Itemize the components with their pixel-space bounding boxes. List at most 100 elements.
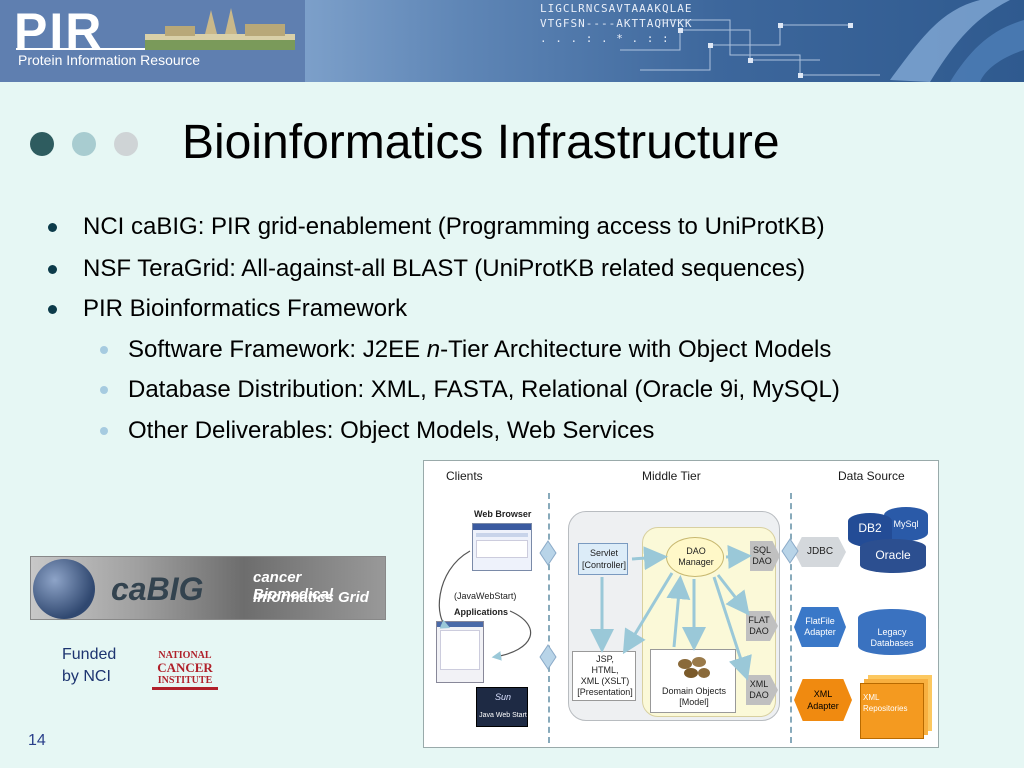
- sub-bullet-text: Database Distribution: XML, FASTA, Relat…: [128, 376, 840, 403]
- domain-objects-label: Domain Objects: [661, 686, 727, 696]
- oracle-database: Oracle: [860, 539, 926, 573]
- header-clients: Clients: [446, 469, 483, 483]
- xml-adapter-label-1: XML: [813, 689, 833, 699]
- circuit-decoration: [620, 19, 880, 78]
- cabig-tagline-2: Informatics Grid: [253, 589, 369, 606]
- xml-dao-line-1: XML: [749, 679, 769, 689]
- legacy-label-1: Legacy: [877, 627, 907, 637]
- arrow-dao-xml: [712, 576, 752, 681]
- cathedral-illustration: [145, 8, 295, 50]
- arrow-dao-flat: [716, 574, 750, 616]
- arrow-app-browser: [491, 610, 532, 661]
- sub-bullet-marker: [100, 427, 108, 435]
- flatfile-label-2: Adapter: [804, 627, 836, 637]
- sub-bullet-text-post: -Tier Architecture with Object Models: [440, 336, 832, 363]
- funded-line-2: by NCI: [62, 668, 111, 685]
- sql-dao-line-1: SQL: [752, 545, 771, 555]
- cabig-logo: caBIG cancer Biomedical Informatics Grid: [30, 556, 386, 620]
- db2-label: DB2: [858, 521, 882, 535]
- sub-bullet-text: Other Deliverables: Object Models, Web S…: [128, 417, 655, 444]
- legacy-label-2: Databases: [870, 638, 914, 648]
- bullet-marker: [48, 304, 57, 314]
- sub-bullet-marker: [100, 386, 108, 394]
- sql-dao-line-2: DAO: [752, 556, 772, 566]
- application-screenshot: [436, 621, 484, 683]
- java-web-start-badge: Sun Java Web Start: [476, 687, 528, 727]
- nci-logo-line-3: INSTITUTE: [157, 675, 213, 686]
- bullet-text: NCI caBIG: PIR grid-enablement (Programm…: [83, 213, 825, 240]
- xml-adapter: XML Adapter: [794, 679, 852, 721]
- bullet-text: NSF TeraGrid: All-against-all BLAST (Uni…: [83, 255, 806, 282]
- sub-bullet-text-italic: n: [426, 336, 441, 363]
- pir-logo-subtitle: Protein Information Resource: [18, 52, 201, 68]
- xml-dao-line-2: DAO: [749, 690, 769, 700]
- flat-dao-line-2: DAO: [749, 626, 769, 636]
- architecture-diagram: Clients Middle Tier Data Source Web Brow…: [423, 460, 939, 748]
- client-arrow-bottom: [539, 644, 557, 670]
- flatfile-adapter: FlatFile Adapter: [794, 607, 846, 647]
- header-banner: PIR Protein Information Resource LIGCLRN…: [0, 0, 1024, 82]
- bullet-marker: [48, 264, 57, 274]
- flat-dao-line-1: FLAT: [748, 615, 770, 625]
- title-dot-dark: [30, 132, 54, 156]
- arrow-servlet-dao: [631, 546, 668, 571]
- oracle-label: Oracle: [875, 548, 911, 562]
- manager-label: Manager: [678, 557, 714, 567]
- servlet-label: Servlet: [589, 548, 618, 558]
- sub-bullet-item: Software Framework: J2EE n-Tier Architec…: [100, 336, 831, 364]
- globe-icon: [33, 559, 95, 619]
- jsp-label-4: [Presentation]: [577, 687, 633, 697]
- domain-objects-box: Domain Objects [Model]: [650, 649, 736, 713]
- servlet-box: Servlet [Controller]: [578, 543, 628, 575]
- arrow-domain-dao: [666, 575, 691, 648]
- model-label: [Model]: [679, 697, 709, 707]
- bullet-item: PIR Bioinformatics Framework: [48, 295, 407, 323]
- sub-bullet-text-pre: Software Framework: J2EE: [128, 336, 427, 363]
- sequence-line-3: . . . : . * . : :: [540, 32, 670, 45]
- protein-ribbon-decoration: [890, 0, 1024, 82]
- bullet-item: NSF TeraGrid: All-against-all BLAST (Uni…: [48, 255, 805, 283]
- sub-bullet-text: Software Framework: J2EE n-Tier Architec…: [128, 336, 831, 364]
- jsp-label-3: XML (XSLT): [580, 676, 630, 686]
- sun-logo-text: Sun: [494, 692, 511, 702]
- sql-dao: SQL DAO: [750, 541, 780, 571]
- client-arrow-top: [539, 540, 557, 566]
- middle-arrow-top: [781, 538, 799, 564]
- xml-repositories: XML Repositories: [860, 683, 924, 739]
- nci-logo-line-1: NATIONAL: [158, 650, 212, 661]
- tier-separator-right: [790, 493, 792, 743]
- flatfile-label-1: FlatFile: [805, 616, 835, 626]
- arrow-dao-jsp: [622, 572, 674, 655]
- web-browser-screenshot: [472, 523, 532, 571]
- java-web-start-label: (JavaWebStart): [454, 591, 517, 601]
- bullet-item: NCI caBIG: PIR grid-enablement (Programm…: [48, 213, 825, 241]
- pir-logo: PIR Protein Information Resource: [0, 0, 305, 82]
- slide-title: Bioinformatics Infrastructure: [182, 116, 780, 169]
- sub-bullet-item: Database Distribution: XML, FASTA, Relat…: [100, 376, 840, 404]
- nci-logo-line-2: CANCER: [157, 660, 213, 675]
- domain-objects-icon: [678, 657, 710, 678]
- diagram-arrows: [438, 538, 799, 681]
- header-middle-tier: Middle Tier: [642, 469, 701, 483]
- cabig-wordmark: caBIG: [111, 571, 204, 607]
- web-browser-label: Web Browser: [474, 509, 532, 519]
- arrow-dao-sql: [725, 544, 752, 569]
- java-web-start-badge-text: Java Web Start: [479, 712, 527, 719]
- controller-label: [Controller]: [581, 560, 626, 570]
- title-dot-light: [72, 132, 96, 156]
- sequence-line-1: LIGCLRNCSAVTAAAKQLAE: [540, 2, 693, 15]
- bullet-marker: [48, 222, 57, 232]
- jsp-label-1: JSP,: [596, 654, 614, 664]
- title-dot-gray: [114, 132, 138, 156]
- sequence-line-2: VTGFSN----AKTTAQHVKK: [540, 17, 693, 30]
- cabig-tagline-1: cancer Biomedical: [253, 569, 334, 603]
- funded-by-label: Funded by NCI: [62, 644, 116, 688]
- slide-number: 14: [28, 732, 46, 749]
- nci-logo: NATIONAL CANCER INSTITUTE: [152, 650, 218, 690]
- mysql-label: MySql: [893, 519, 919, 529]
- sub-bullet-marker: [100, 346, 108, 354]
- arrow-browser-app: [438, 550, 471, 629]
- funded-line-1: Funded: [62, 646, 117, 663]
- xml-repo-label-1: XML: [863, 693, 880, 702]
- tier-separator-left: [548, 493, 550, 743]
